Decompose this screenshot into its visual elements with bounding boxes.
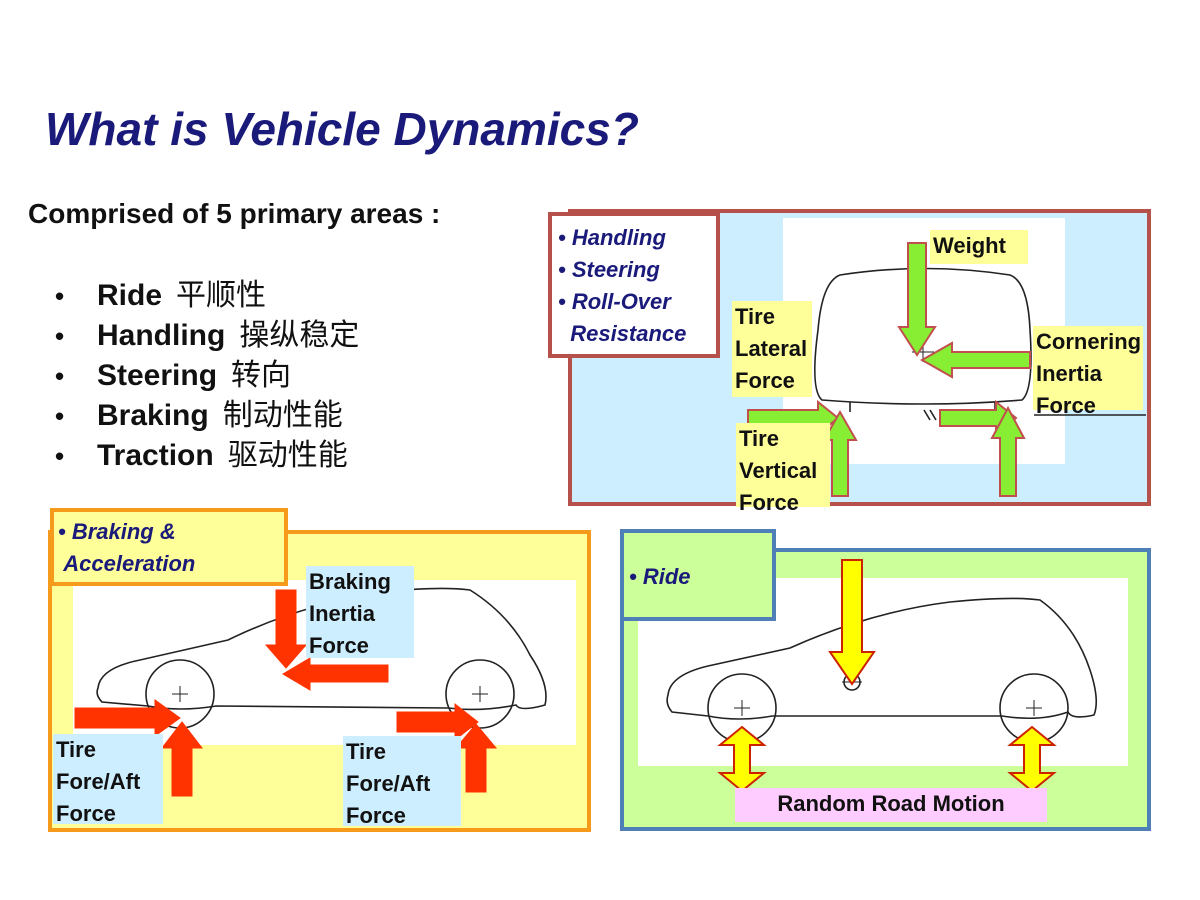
braking-acceleration-callout: • Braking & Acceleration	[50, 508, 288, 586]
road-motion-arrow-rear	[1007, 725, 1057, 793]
tire-fore-aft-force-label-rear: Tire Fore/Aft Force	[343, 736, 461, 828]
tire-fore-aft-arrow-rear-vertical	[454, 723, 498, 793]
tire-fore-aft-arrow-front-horizontal	[74, 699, 181, 737]
road-motion-arrow-front	[717, 725, 767, 793]
tire-fore-aft-arrow-rear-horizontal	[396, 702, 479, 742]
tire-vertical-arrow-left	[822, 409, 858, 497]
tire-vertical-force-label: Tire Vertical Force	[736, 423, 830, 515]
braking-inertia-arrow-left	[282, 657, 389, 691]
braking-inertia-arrow-down	[264, 589, 308, 669]
cornering-inertia-force-label: Cornering Inertia Force	[1033, 326, 1143, 418]
random-road-motion-label: Random Road Motion	[735, 788, 1047, 822]
tire-vertical-arrow-right	[990, 405, 1026, 497]
weight-arrow	[897, 242, 937, 357]
handling-callout: • Handling • Steering • Roll-Over Resist…	[548, 212, 720, 358]
tire-lateral-force-label: Tire Lateral Force	[732, 301, 812, 397]
braking-inertia-force-label: Braking Inertia Force	[306, 566, 414, 658]
tire-fore-aft-arrow-front-vertical	[160, 721, 204, 797]
weight-label: Weight	[930, 230, 1028, 264]
cornering-inertia-arrow	[919, 341, 1031, 379]
subtitle: Comprised of 5 primary areas :	[28, 198, 441, 229]
page-title: What is Vehicle Dynamics?	[45, 103, 639, 155]
ride-callout: • Ride	[620, 529, 776, 621]
tire-fore-aft-force-label-front: Tire Fore/Aft Force	[53, 734, 163, 826]
ride-load-arrow	[828, 559, 876, 686]
